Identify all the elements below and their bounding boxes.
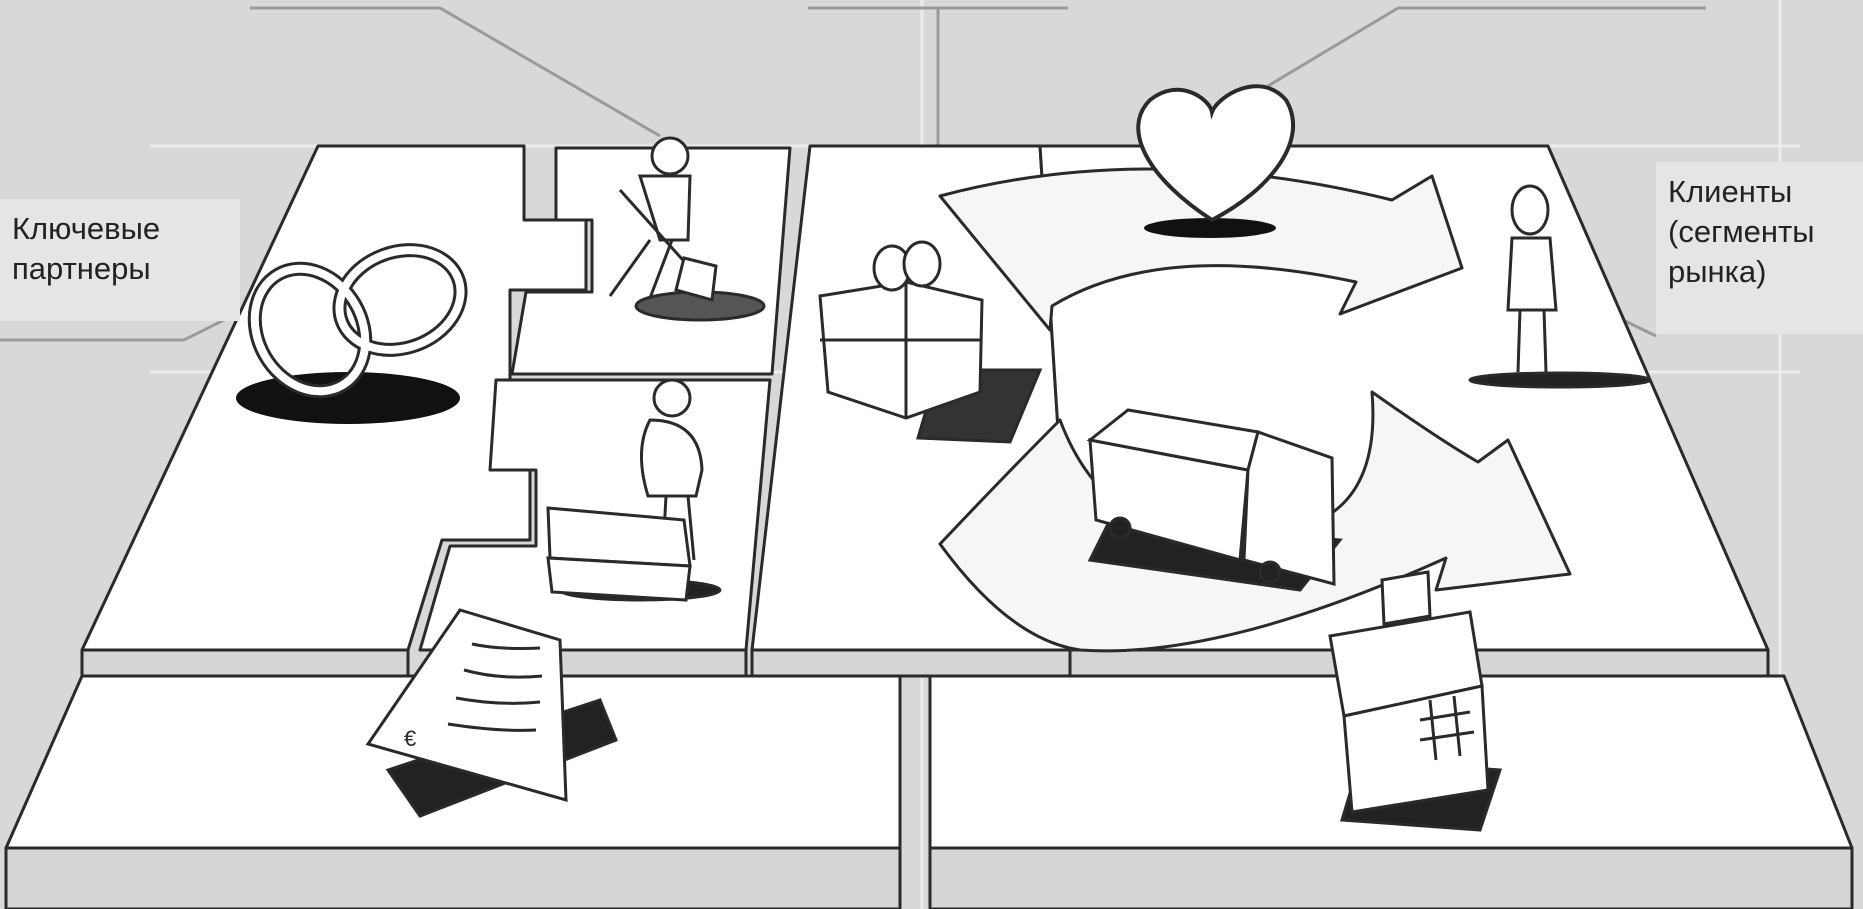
top-blocks-sides [82,650,1768,676]
bottom-blocks [6,676,1852,909]
customer-segments-label: Клиенты (сегменты рынка) [1656,162,1863,334]
key-partners-label: Ключевые партнеры [0,199,240,321]
svg-text:€: € [404,726,416,751]
